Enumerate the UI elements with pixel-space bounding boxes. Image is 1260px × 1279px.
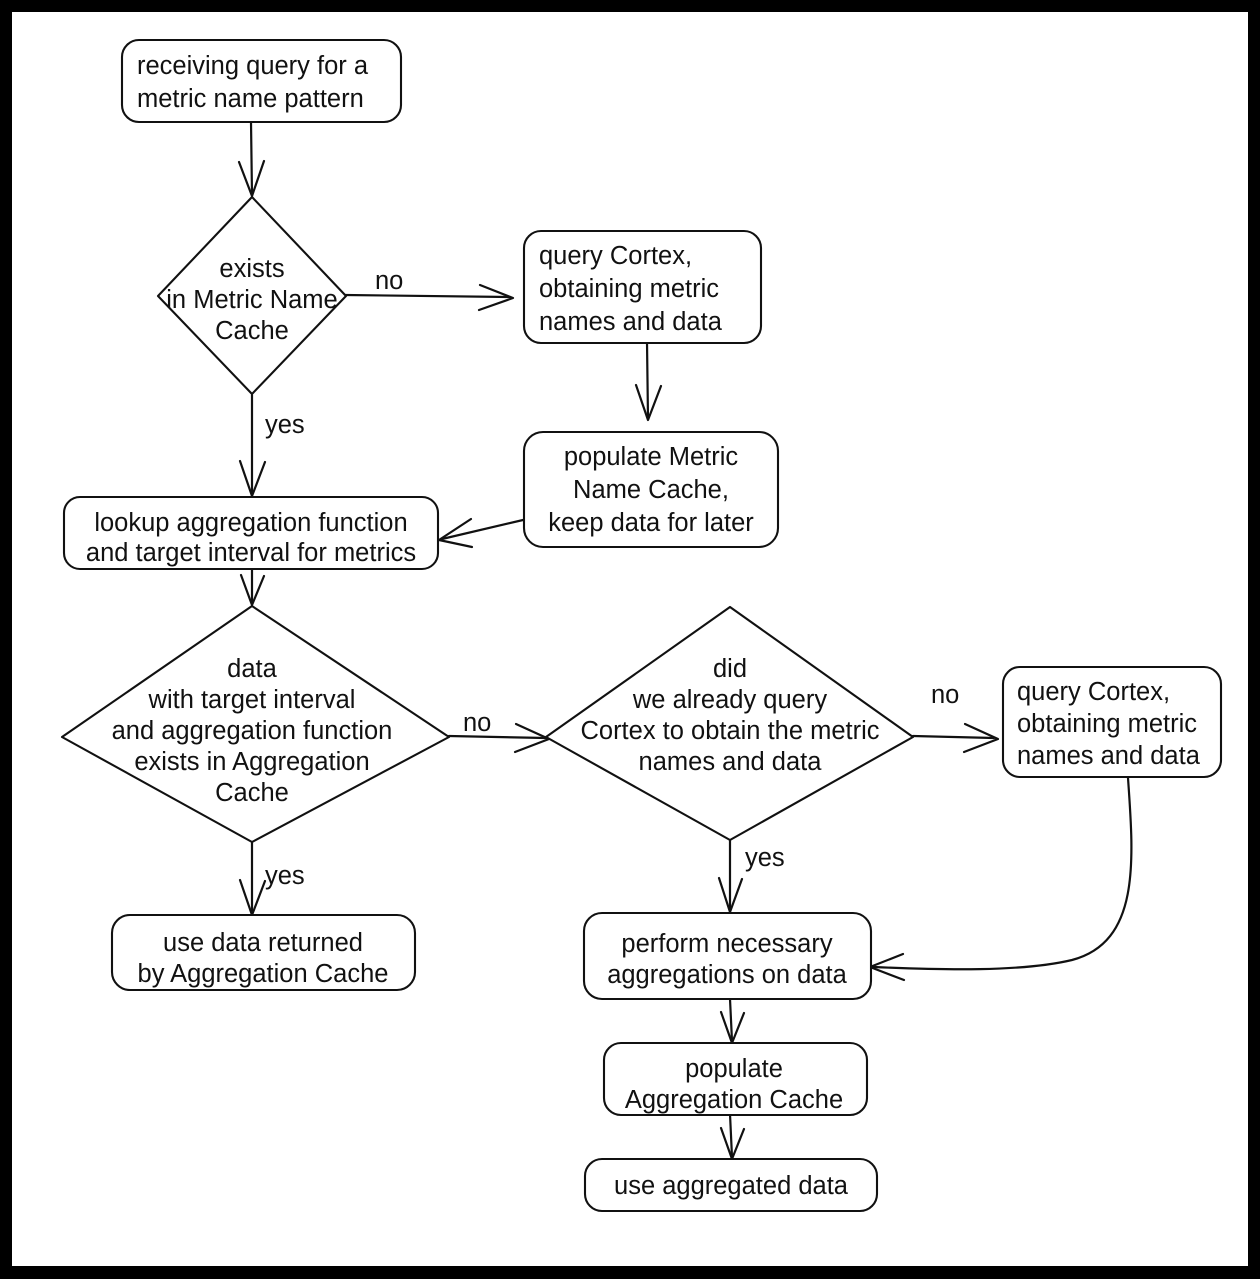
node-metric-name-cache-check-line3: Cache <box>215 317 289 345</box>
node-perform-aggregations[interactable]: perform necessary aggregations on data <box>582 911 873 1001</box>
node-metric-name-cache-check[interactable]: exists in Metric Name Cache <box>156 195 348 396</box>
edge-aggregation-cache-yes <box>238 840 267 917</box>
node-query-cortex-right-line3: names and data <box>1017 742 1201 770</box>
node-populate-aggregation-cache-line1: populate <box>685 1055 783 1083</box>
node-populate-metric-name-cache-line1: populate Metric <box>564 443 739 471</box>
node-metric-name-cache-check-line1: exists <box>219 255 284 283</box>
node-already-queried-check-line4: names and data <box>639 748 823 776</box>
node-metric-name-cache-check-shape[interactable] <box>156 195 348 396</box>
node-populate-metric-name-cache-line2: Name Cache, <box>573 476 729 504</box>
node-query-cortex-right-shape[interactable] <box>1001 665 1223 779</box>
node-receiving-query[interactable]: receiving query for a metric name patter… <box>120 38 403 124</box>
node-already-queried-check[interactable]: did we already query Cortex to obtain th… <box>544 605 915 842</box>
node-aggregation-cache-check-line5: Cache <box>215 779 289 807</box>
edge-populate-to-use-aggregated <box>719 1112 746 1161</box>
node-perform-aggregations-line1: perform necessary <box>621 930 832 958</box>
edge-query-cortex-right-to-perform <box>868 776 1133 982</box>
node-aggregation-cache-check-line4: exists in Aggregation <box>134 748 369 776</box>
node-receiving-query-shape[interactable] <box>120 38 403 124</box>
node-populate-aggregation-cache-line2: Aggregation Cache <box>625 1086 843 1114</box>
edge-label-already-queried-yes: yes <box>745 844 785 872</box>
flowchart-svg: no yes no yes no yes receiving query for… <box>60 38 1223 1213</box>
node-receiving-query-line2: metric name pattern <box>137 85 364 113</box>
edge-perform-to-populate-aggregation <box>719 997 746 1045</box>
node-use-aggregated-data-shape[interactable] <box>583 1157 879 1213</box>
edge-label-already-queried-no: no <box>931 681 959 709</box>
node-aggregation-cache-check[interactable]: data with target interval and aggregatio… <box>60 604 451 844</box>
edge-metric-cache-yes <box>238 393 267 498</box>
node-populate-metric-name-cache-line3: keep data for later <box>548 509 754 537</box>
node-populate-metric-name-cache-shape[interactable] <box>522 430 780 549</box>
node-query-cortex-top[interactable]: query Cortex, obtaining metric names and… <box>522 229 763 345</box>
node-lookup-aggregation[interactable]: lookup aggregation function and target i… <box>62 495 440 571</box>
node-query-cortex-right[interactable]: query Cortex, obtaining metric names and… <box>1001 665 1223 779</box>
node-aggregation-cache-check-line2: with target interval <box>148 686 356 714</box>
node-populate-aggregation-cache[interactable]: populate Aggregation Cache <box>602 1041 869 1117</box>
node-perform-aggregations-shape[interactable] <box>582 911 873 1001</box>
edge-label-aggregation-cache-yes: yes <box>265 862 305 890</box>
node-use-cached-data-shape[interactable] <box>110 913 417 992</box>
edge-metric-cache-no <box>343 283 515 312</box>
diagram-canvas: no yes no yes no yes receiving query for… <box>12 12 1248 1266</box>
edge-label-metric-cache-yes: yes <box>265 411 305 439</box>
node-metric-name-cache-check-line2: in Metric Name <box>166 286 337 314</box>
node-query-cortex-right-line2: obtaining metric <box>1017 710 1197 738</box>
node-lookup-aggregation-line1: lookup aggregation function <box>94 509 407 537</box>
node-lookup-aggregation-line2: and target interval for metrics <box>86 539 416 567</box>
node-already-queried-check-line3: Cortex to obtain the metric <box>580 717 879 745</box>
edge-already-queried-yes <box>717 838 744 914</box>
edge-label-metric-cache-no: no <box>375 267 403 295</box>
node-perform-aggregations-line2: aggregations on data <box>607 961 847 989</box>
node-query-cortex-top-line1: query Cortex, <box>539 242 692 270</box>
node-query-cortex-top-line2: obtaining metric <box>539 275 719 303</box>
node-use-cached-data-line2: by Aggregation Cache <box>138 960 389 988</box>
node-use-cached-data[interactable]: use data returned by Aggregation Cache <box>110 913 417 992</box>
edge-label-aggregation-cache-no: no <box>463 709 491 737</box>
node-query-cortex-right-line1: query Cortex, <box>1017 678 1170 706</box>
edge-query-cortex-to-populate-cache <box>634 340 663 422</box>
node-use-aggregated-data[interactable]: use aggregated data <box>583 1157 879 1213</box>
node-already-queried-check-line2: we already query <box>632 686 827 714</box>
node-aggregation-cache-check-shape[interactable] <box>60 604 451 844</box>
node-populate-aggregation-cache-shape[interactable] <box>602 1041 869 1117</box>
node-already-queried-check-shape[interactable] <box>544 605 915 842</box>
edge-already-queried-no <box>911 722 1000 754</box>
node-populate-metric-name-cache[interactable]: populate Metric Name Cache, keep data fo… <box>522 430 780 549</box>
edge-lookup-to-aggregation-cache <box>239 565 266 607</box>
node-use-cached-data-line1: use data returned <box>163 929 363 957</box>
node-lookup-aggregation-shape[interactable] <box>62 495 440 571</box>
edge-populate-cache-to-lookup <box>437 517 525 549</box>
node-already-queried-check-line1: did <box>713 655 747 683</box>
edge-receiving-to-metric-cache <box>237 120 266 198</box>
node-aggregation-cache-check-line1: data <box>227 655 277 683</box>
node-query-cortex-top-shape[interactable] <box>522 229 763 345</box>
node-aggregation-cache-check-line3: and aggregation function <box>112 717 393 745</box>
node-receiving-query-line1: receiving query for a <box>137 52 369 80</box>
node-use-aggregated-data-line1: use aggregated data <box>614 1172 849 1200</box>
node-query-cortex-top-line3: names and data <box>539 308 723 336</box>
